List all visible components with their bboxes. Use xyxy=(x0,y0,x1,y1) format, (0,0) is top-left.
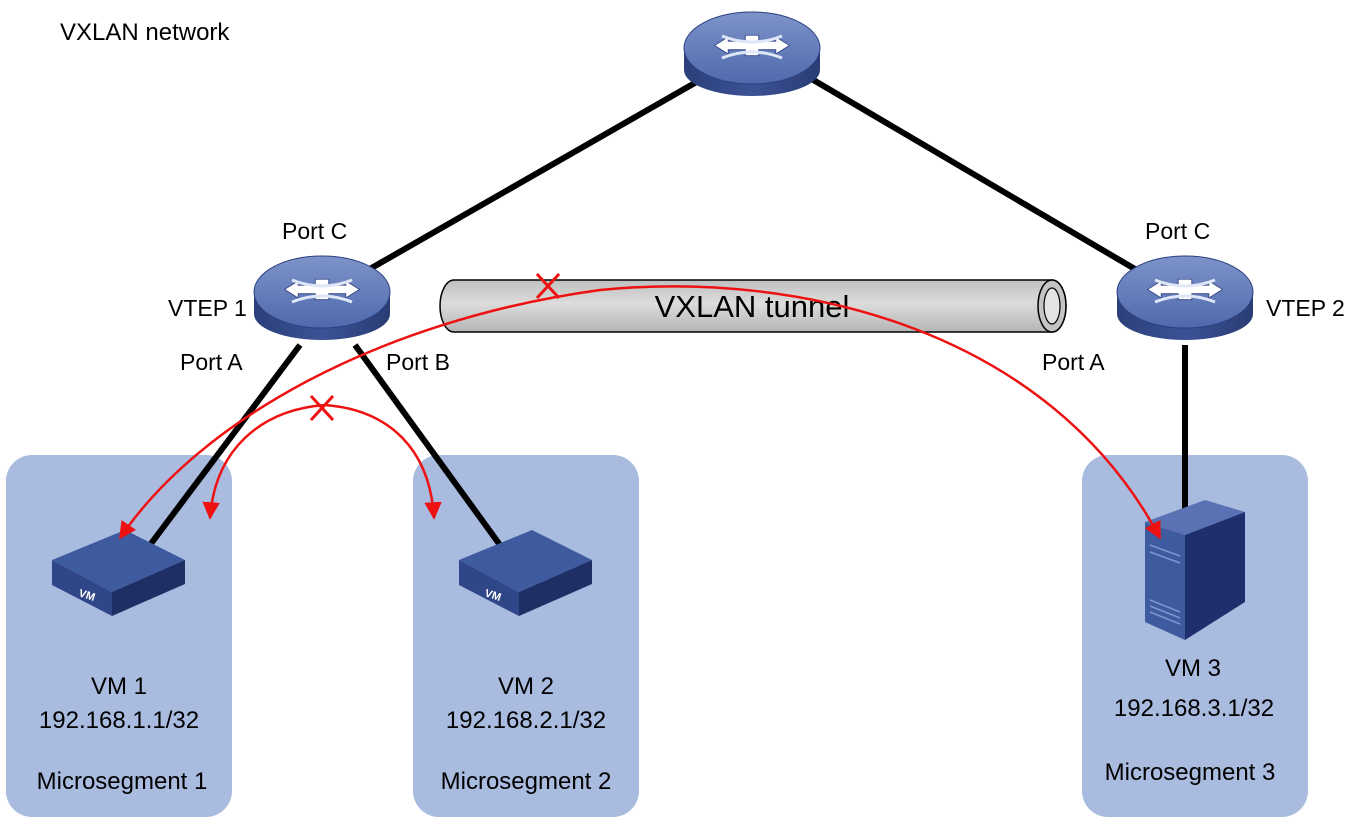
vtep1-switch-icon xyxy=(252,254,392,342)
vxlan-tunnel: VXLAN tunnel xyxy=(439,279,1067,333)
vm2-badge: VM xyxy=(483,587,502,604)
blocked-x-tunnel-icon xyxy=(535,272,561,300)
microsegment-1-label: Microsegment 1 xyxy=(37,768,208,795)
microsegment-3-area xyxy=(1082,455,1308,817)
vtep2-label: VTEP 2 xyxy=(1266,295,1345,321)
microsegment-1-area xyxy=(6,455,232,817)
vm2-name: VM 2 xyxy=(498,673,554,700)
vm3-ip: 192.168.3.1/32 xyxy=(1114,695,1274,722)
vtep1-port-b-label: Port B xyxy=(386,349,450,375)
link-vtep1-vm2 xyxy=(352,343,503,547)
vm1-name: VM 1 xyxy=(91,673,147,700)
links xyxy=(147,75,1188,547)
vtep2-port-c-label: Port C xyxy=(1145,218,1210,244)
vtep2-port-a-label: Port A xyxy=(1042,349,1105,375)
vm1-badge: VM xyxy=(77,587,96,604)
link-vtep1-vm1 xyxy=(147,343,303,547)
microsegment-2-label: Microsegment 2 xyxy=(441,768,612,795)
microsegment-3-label: Microsegment 3 xyxy=(1105,759,1276,786)
vtep1-label: VTEP 1 xyxy=(168,295,247,321)
vm1-ip: 192.168.1.1/32 xyxy=(39,707,199,734)
diagram-title: VXLAN network xyxy=(60,19,230,46)
link-core-vtep2 xyxy=(808,75,1142,275)
vtep1-port-a-label: Port A xyxy=(180,349,243,375)
vtep1-port-c-label: Port C xyxy=(282,218,347,244)
tunnel-label: VXLAN tunnel xyxy=(655,289,850,324)
vm3-server-icon xyxy=(1145,500,1245,640)
link-core-vtep1 xyxy=(366,77,702,273)
microsegment-2-area xyxy=(413,455,639,817)
flow-vm1-vm3 xyxy=(118,285,1162,540)
vm1-icon: VM xyxy=(52,530,185,616)
core-switch-icon xyxy=(682,10,822,98)
vm2-ip: 192.168.2.1/32 xyxy=(446,707,606,734)
vtep2-switch-icon xyxy=(1115,254,1255,342)
vm3-name: VM 3 xyxy=(1165,655,1221,682)
blocked-x-local-icon xyxy=(309,394,335,422)
vm2-icon: VM xyxy=(459,530,592,616)
